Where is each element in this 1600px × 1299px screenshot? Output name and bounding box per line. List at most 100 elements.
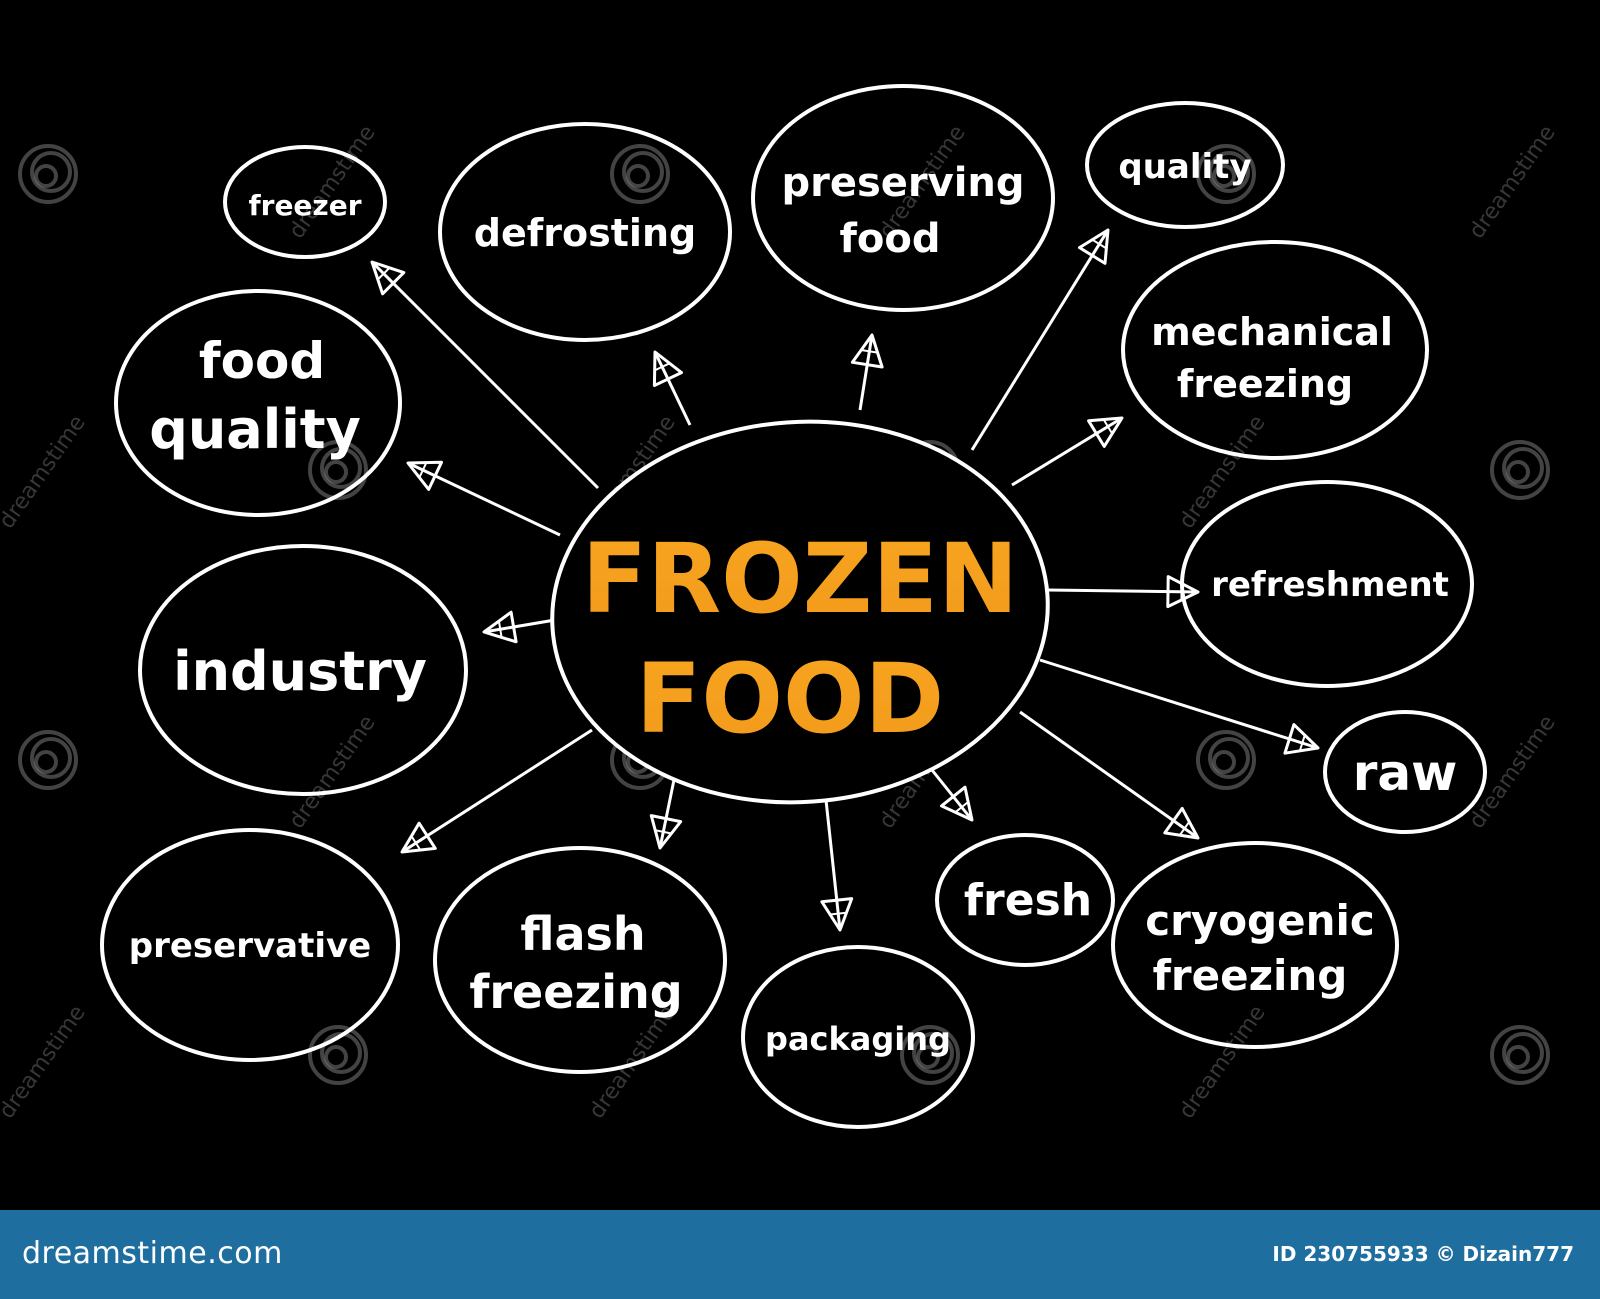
node-label-mechanical: mechanical (1151, 310, 1393, 354)
arrow-to-food-quality (406, 460, 561, 537)
watermark-text: dreamstime (284, 711, 380, 834)
node-outline (1180, 480, 1474, 688)
node-outline (1111, 841, 1399, 1049)
arrow-line (1011, 416, 1123, 487)
node-outline (935, 833, 1115, 967)
footer-credit: ID 230755933 © Dizain777 (1272, 1242, 1574, 1266)
node-label-defrosting: defrosting (474, 211, 696, 255)
arrow-to-preservative (400, 728, 593, 854)
node-label-packaging: packaging (765, 1020, 951, 1058)
arrow-line (658, 774, 677, 849)
node-defrosting: defrosting (438, 122, 732, 342)
arrowhead-hatch (1102, 418, 1114, 435)
arrowhead-hatch (954, 801, 969, 814)
arrowhead-icon (652, 350, 683, 387)
arrowhead-icon (482, 610, 518, 644)
arrow-to-preserving-food (850, 333, 884, 411)
watermark-spiral-icon (18, 144, 78, 204)
node-label-cryogenic: cryogenic (1145, 896, 1375, 945)
arrowhead-icon (1087, 416, 1124, 448)
watermark-text: dreamstime (1174, 1001, 1270, 1124)
arrowhead-icon (940, 785, 974, 822)
arrow-line (483, 618, 556, 634)
node-label-freezer: freezer (248, 189, 361, 222)
arrowhead-icon (1078, 228, 1110, 265)
arrowhead-icon (1283, 723, 1320, 755)
watermark-text: dreamstime (1464, 121, 1560, 244)
watermark-text: dreamstime (0, 1001, 91, 1124)
node-label-freezing: freezing (1177, 362, 1353, 406)
node-outline (1121, 240, 1429, 460)
arrowhead-hatch (418, 462, 428, 478)
node-label-freezing: freezing (1153, 951, 1348, 1000)
footer-bar: dreamstime.com ID 230755933 © Dizain777 (0, 1210, 1600, 1299)
node-preserving-food: preserving food (751, 84, 1055, 312)
arrowhead-hatch (497, 620, 503, 638)
arrow-line (370, 260, 600, 490)
center-title-line-1: FROZEN (582, 523, 1019, 635)
arrowhead-icon (1163, 806, 1200, 840)
arrowhead-icon (649, 814, 683, 850)
arrowhead-hatch (410, 835, 422, 851)
arrowhead-icon (400, 821, 437, 854)
watermark-spiral-icon (610, 144, 670, 204)
node-cryogenic-freezing: cryogenic freezing (1111, 841, 1399, 1049)
node-preservative: preservative (100, 828, 400, 1062)
arrowhead-hatch (1298, 734, 1306, 752)
arrow-to-fresh (930, 769, 974, 822)
node-flash-freezing: flash freezing (433, 846, 727, 1074)
node-freezer: freezer (223, 145, 387, 259)
node-label-preservative: preservative (129, 926, 371, 966)
node-outline (223, 145, 387, 259)
node-fresh: fresh (935, 833, 1115, 967)
node-outline (751, 84, 1055, 312)
node-label-flash: flash (520, 907, 645, 961)
arrow-line (1019, 710, 1199, 840)
arrow-line (858, 334, 874, 411)
node-outline (138, 544, 468, 796)
watermark-spiral-icon (1196, 730, 1256, 790)
arrow-to-raw (1039, 658, 1320, 755)
node-outline (1085, 101, 1285, 229)
arrow-to-flash-freezing (649, 774, 683, 850)
watermark-spiral-icon (1490, 1025, 1550, 1085)
node-quality: quality (1085, 101, 1285, 229)
arrow-line (1039, 658, 1319, 750)
node-label-food: food (199, 332, 325, 390)
arrow-to-freezer (370, 260, 600, 490)
center-node-outline (550, 419, 1050, 805)
node-raw: raw (1323, 710, 1487, 834)
watermark-text: dreamstime (1464, 711, 1560, 834)
arrowhead-hatch (654, 362, 671, 372)
arrow-line (1047, 588, 1199, 594)
arrowhead-hatch (377, 267, 391, 281)
node-outline (433, 846, 727, 1074)
node-refreshment: refreshment (1180, 480, 1474, 688)
arrow-to-packaging (820, 799, 854, 932)
arrowhead-hatch (861, 349, 878, 354)
node-mechanical-freezing: mechanical freezing (1121, 240, 1429, 460)
node-outline (741, 945, 975, 1129)
node-label-industry: industry (173, 640, 427, 703)
watermark-text: dreamstime (584, 1001, 680, 1124)
node-label-fresh: fresh (964, 875, 1092, 926)
node-label-raw: raw (1353, 744, 1458, 802)
arrow-to-defrosting (652, 350, 692, 426)
node-outline (114, 289, 402, 517)
node-outline (438, 122, 732, 342)
arrow-line (653, 351, 692, 426)
connector-arrows (370, 228, 1320, 932)
arrow-to-mechanical-freezing (1011, 416, 1124, 487)
node-packaging: packaging (741, 945, 975, 1129)
node-outline (1323, 710, 1487, 834)
center-title-line-2: FOOD (636, 643, 944, 755)
arrow-to-industry (482, 610, 556, 644)
center-node: FROZEN FOOD (550, 419, 1050, 805)
node-label-quality: quality (1118, 147, 1251, 187)
footer-brand[interactable]: dreamstime.com (22, 1236, 283, 1271)
mind-map-diagram: dreamstime dreamstime dreamstime dreamst… (0, 84, 1561, 1129)
arrowhead-hatch (829, 911, 847, 916)
watermark-text: dreamstime (0, 411, 91, 534)
arrow-to-quality (970, 228, 1110, 451)
